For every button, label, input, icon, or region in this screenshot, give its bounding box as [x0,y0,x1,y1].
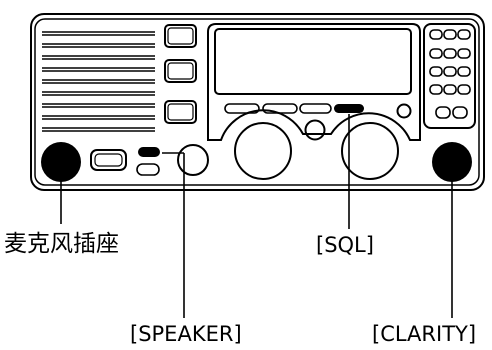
clarity-label: [CLARITY] [372,322,477,346]
small-round-button [396,103,412,119]
sql-label: [SQL] [316,233,374,257]
clarity-knob-icon [432,142,472,182]
center-knob [304,119,326,141]
microphone-jack-icon [41,142,81,182]
speaker-label: [SPEAKER] [130,322,242,346]
power-button [90,149,127,171]
function-buttons [224,103,332,114]
microphone-jack-label: 麦克风插座 [4,231,119,257]
side-button-1 [164,24,197,48]
radio-front-panel [34,18,480,186]
speaker-grille [42,31,155,132]
volume-knob [177,144,209,176]
side-button-2 [164,59,197,83]
side-button-3 [164,100,197,124]
speaker-button-icon [138,147,160,157]
side-button-stack [164,24,197,124]
small-oval-button [136,163,160,176]
main-tuning-knob [234,122,292,180]
callout-leaders [60,114,453,318]
display-housing [207,23,421,141]
sql-knob-icon [341,122,399,180]
lcd-display [214,28,412,95]
sql-indicator [334,104,364,113]
keypad [423,23,476,129]
radio-chassis [30,13,485,191]
